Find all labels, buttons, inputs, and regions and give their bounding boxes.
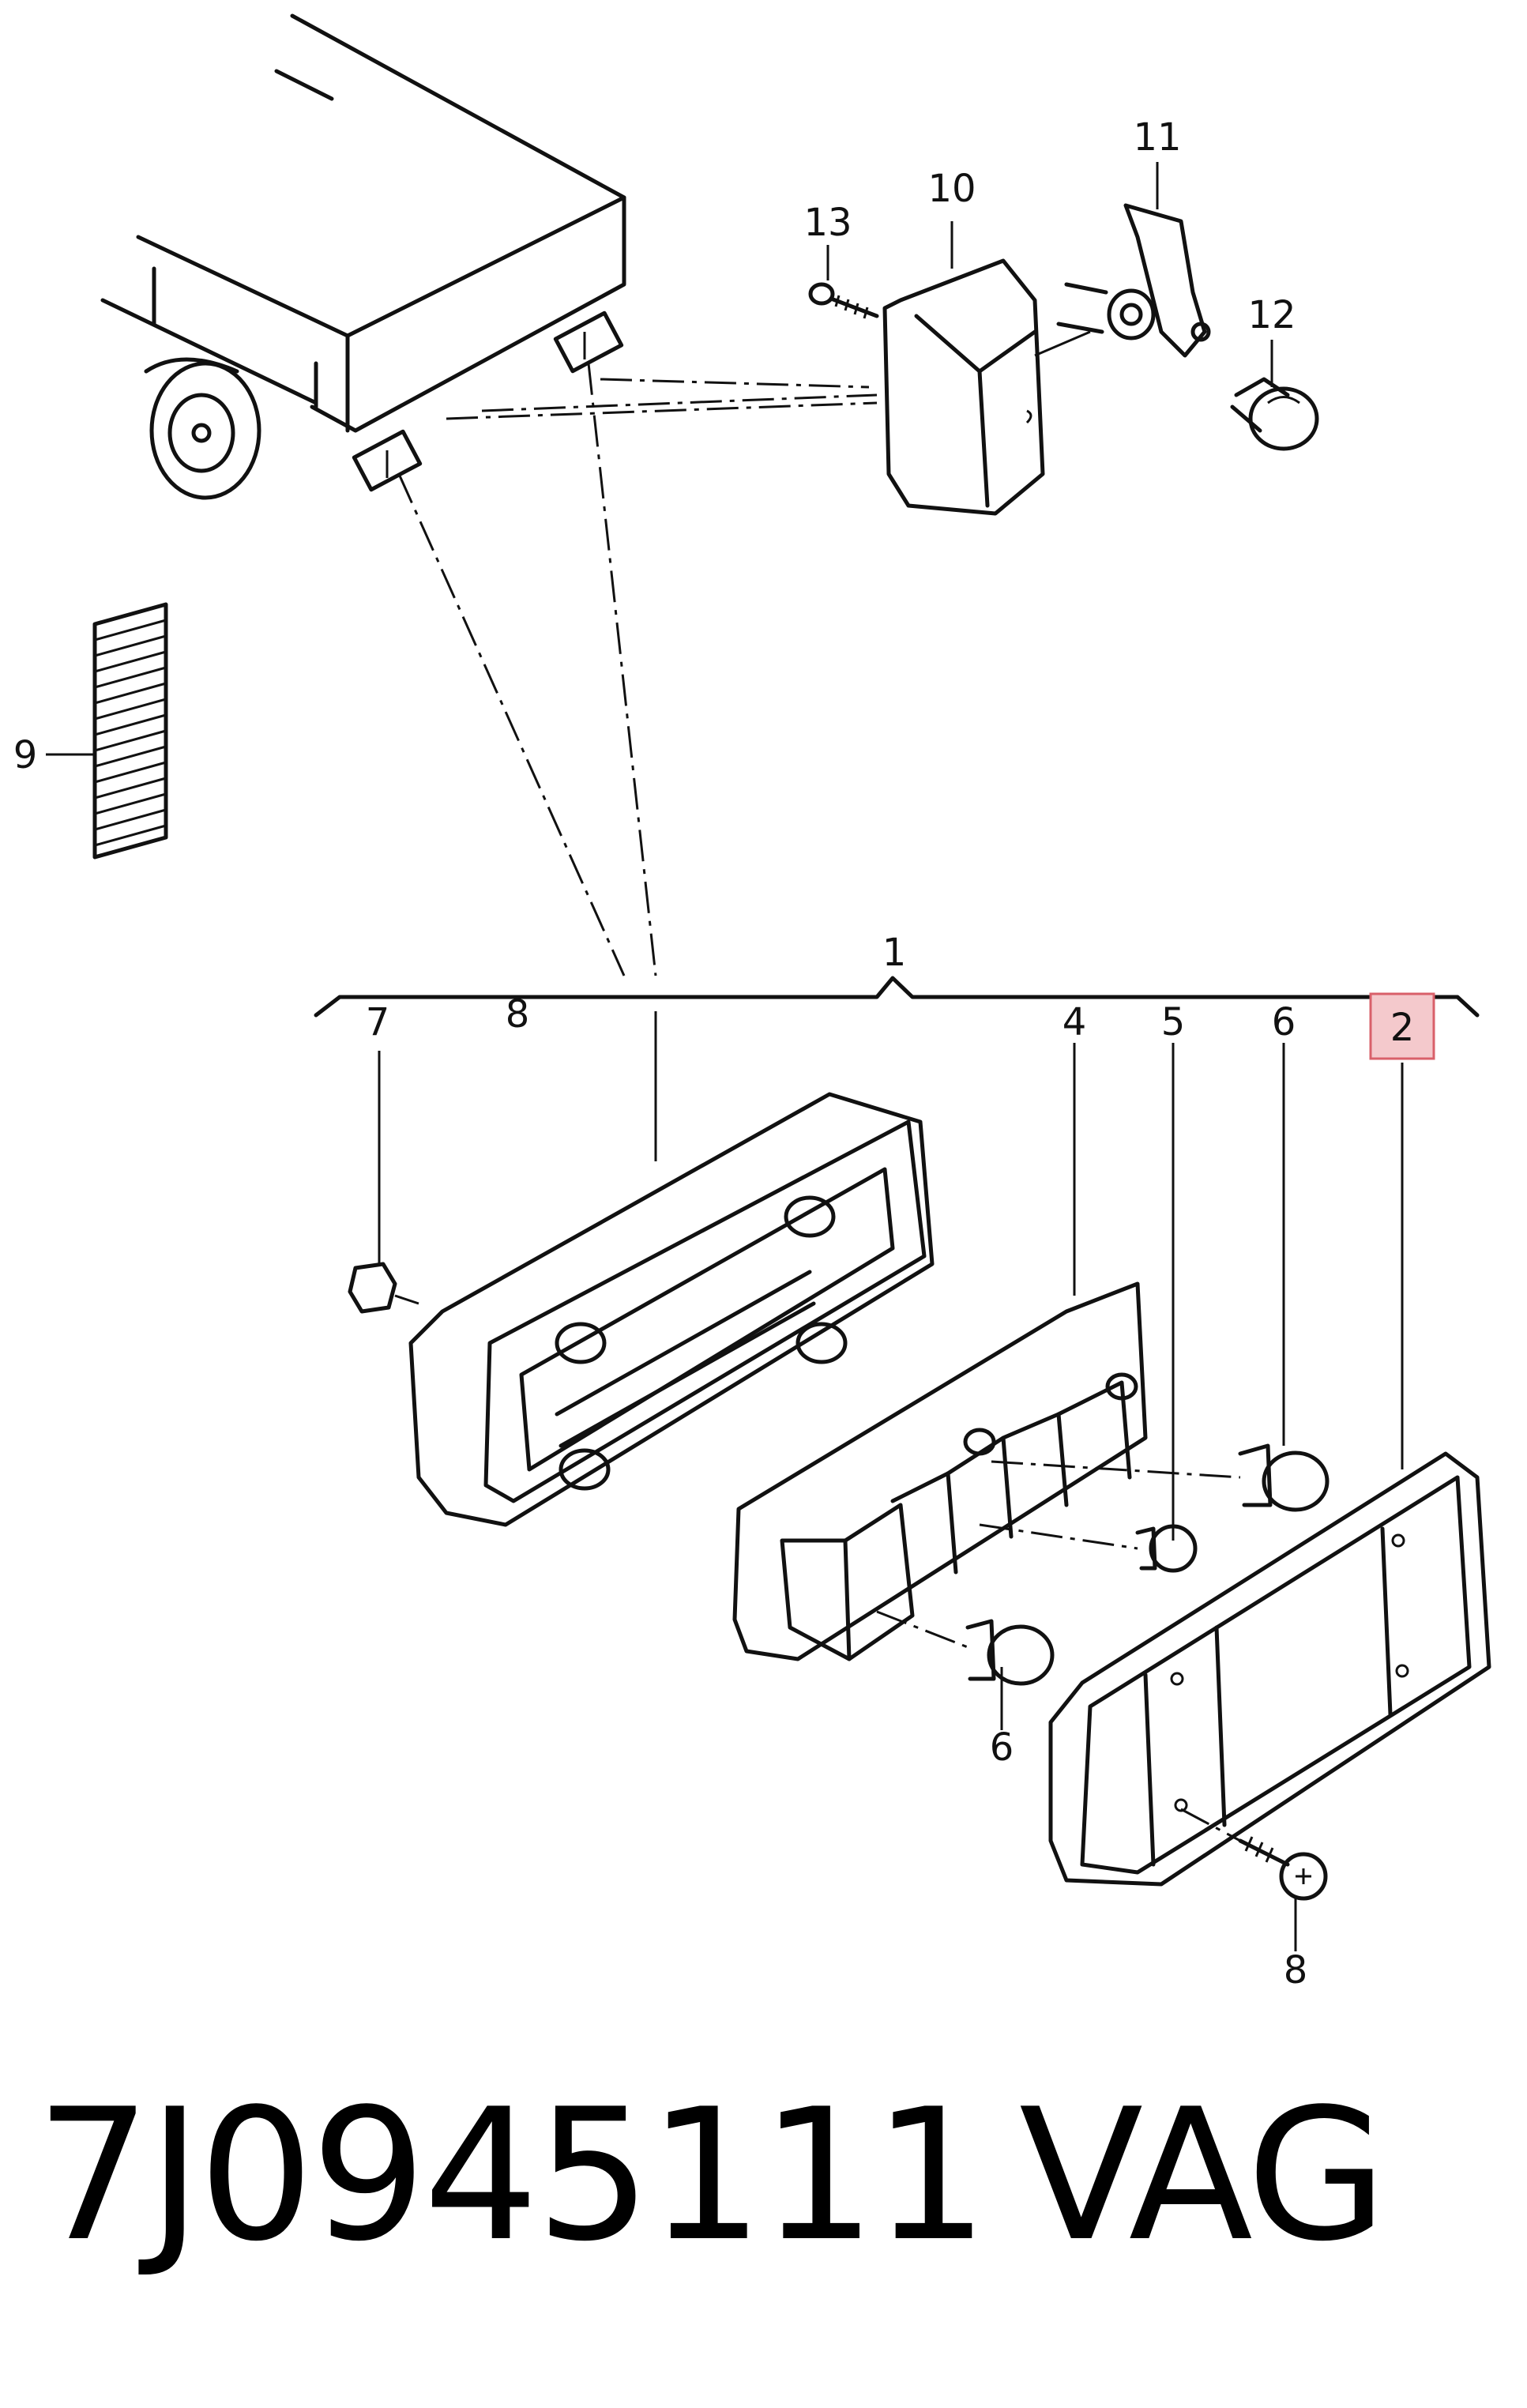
callout-9: 9 (13, 733, 38, 777)
callout-12: 12 (1247, 293, 1296, 337)
callout-4: 4 (1063, 1000, 1087, 1044)
callout-13: 13 (803, 201, 852, 245)
bulb-holder-4 (732, 1281, 1148, 1661)
callout-2: 2 (1390, 1006, 1415, 1050)
marker-lamp-housing (882, 258, 1045, 516)
bulb-5 (1135, 1524, 1198, 1573)
callout-8b: 8 (1284, 1948, 1308, 1992)
bulb-socket-11 (1056, 203, 1211, 358)
callout-5: 5 (1161, 1000, 1186, 1044)
bulb-6b (965, 1619, 1055, 1686)
reflector-strip-9 (92, 602, 168, 860)
callout-6a: 6 (1272, 1000, 1296, 1044)
callout-11: 11 (1133, 115, 1181, 160)
part-number: 7J0945111 (36, 2071, 988, 2282)
bulb-12 (1230, 377, 1319, 451)
lamp-housing-8 (408, 1092, 935, 1527)
callout-10: 10 (927, 167, 976, 211)
screw-13 (808, 282, 879, 319)
nut-7 (348, 1262, 419, 1314)
trailer-illustration (100, 13, 626, 500)
callout-2-highlight (1369, 992, 1435, 1060)
bulb-6a (1238, 1443, 1330, 1512)
lens-2 (1048, 1451, 1491, 1887)
assembly-bracket-1 (314, 976, 1480, 1018)
screw-8 (1180, 1808, 1328, 1901)
brand-name: VAG (1019, 2071, 1387, 2282)
callout-8a: 8 (506, 992, 530, 1037)
callout-7: 7 (366, 1000, 390, 1044)
link-10-11 (1034, 330, 1091, 357)
callout-1: 1 (882, 931, 907, 975)
callout-6b: 6 (990, 1725, 1014, 1770)
